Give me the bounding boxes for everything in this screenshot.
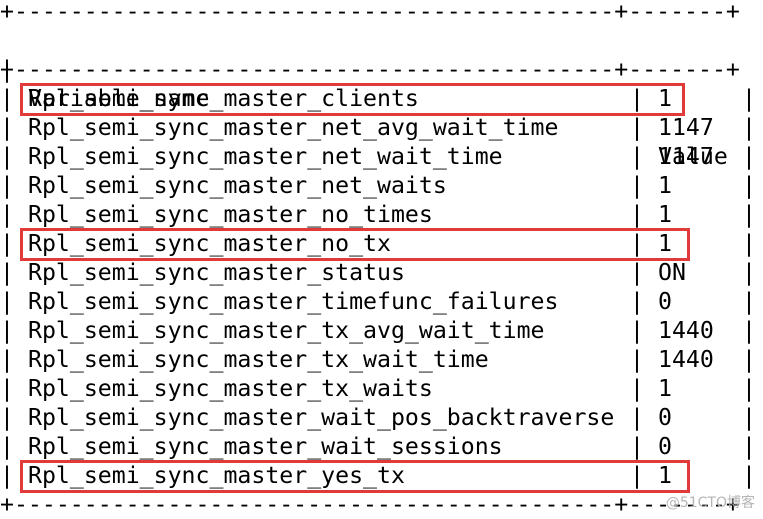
pipe-left: | [0, 259, 14, 286]
pipe-middle: | [630, 230, 644, 257]
table-row: | Rpl_semi_sync_master_no_tx | 1 | [0, 229, 763, 258]
table-border-top: +---------------------------------------… [0, 0, 740, 25]
pipe-middle: | [630, 201, 644, 228]
table-row: | Rpl_semi_sync_master_clients | 1 | [0, 84, 763, 113]
table-row: | Rpl_semi_sync_master_wait_sessions | 0 | [0, 432, 763, 461]
pipe-left: | [0, 56, 14, 83]
cell-variable-name: Rpl_semi_sync_master_tx_wait_time [28, 346, 489, 373]
cell-value: 1 [658, 172, 672, 199]
pipe-left: | [0, 114, 14, 141]
header-value: Value [658, 143, 728, 170]
pipe-left: | [0, 375, 14, 402]
cell-variable-name: Rpl_semi_sync_master_yes_tx [28, 462, 405, 489]
watermark-text: @51CTO博客 [665, 495, 755, 511]
cell-variable-name: Rpl_semi_sync_master_timefunc_failures [28, 288, 559, 315]
pipe-left: | [0, 404, 14, 431]
pipe-middle: | [630, 259, 644, 286]
pipe-left: | [0, 317, 14, 344]
table-row: | Rpl_semi_sync_master_net_avg_wait_time |… [0, 113, 763, 142]
pipe-right: | [742, 317, 756, 344]
pipe-left: | [0, 143, 14, 170]
cell-variable-name: Rpl_semi_sync_master_tx_avg_wait_time [28, 317, 545, 344]
table-border-header: +---------------------------------------… [0, 56, 740, 83]
table-row: | Rpl_semi_sync_master_no_times | 1 | [0, 200, 763, 229]
pipe-middle: | [630, 462, 644, 489]
pipe-left: | [0, 288, 14, 315]
pipe-middle: | [630, 288, 644, 315]
cell-value: 0 [658, 404, 672, 431]
pipe-middle: | [630, 346, 644, 373]
cell-value: 0 [658, 433, 672, 460]
pipe-middle: | [630, 404, 644, 431]
pipe-right: | [742, 201, 756, 228]
cell-variable-name: Rpl_semi_sync_master_net_avg_wait_time [28, 114, 559, 141]
pipe-right: | [742, 114, 756, 141]
pipe-right: | [742, 433, 756, 460]
table-row: | Rpl_semi_sync_master_timefunc_failures |… [0, 287, 763, 316]
table-row: | Rpl_semi_sync_master_status | ON | [0, 258, 763, 287]
cell-value: 1 [658, 201, 672, 228]
table-header-row: | Variable_name | Value | [0, 26, 763, 199]
pipe-right: | [742, 172, 756, 199]
table-row: | Rpl_semi_sync_master_tx_avg_wait_time | 1… [0, 316, 763, 345]
cell-value: 1440 [658, 346, 714, 373]
cell-value: 1 [658, 85, 672, 112]
pipe-right: | [742, 346, 756, 373]
pipe-middle: | [630, 114, 644, 141]
cell-variable-name: Rpl_semi_sync_master_tx_waits [28, 375, 433, 402]
cell-value: 1 [658, 230, 672, 257]
cell-variable-name: Rpl_semi_sync_master_net_waits [28, 172, 447, 199]
pipe-right: | [742, 85, 756, 112]
pipe-right: | [742, 462, 756, 489]
table-row: | Rpl_semi_sync_master_net_waits | 1 | [0, 171, 763, 200]
pipe-right: | [742, 288, 756, 315]
cell-value: 0 [658, 288, 672, 315]
cell-value: 1440 [658, 317, 714, 344]
cell-variable-name: Rpl_semi_sync_master_clients [28, 85, 419, 112]
pipe-right: | [742, 143, 756, 170]
pipe-right: | [742, 172, 756, 199]
pipe-middle: | [630, 85, 644, 112]
pipe-left: | [0, 172, 14, 199]
pipe-right: | [742, 404, 756, 431]
pipe-left: | [0, 433, 14, 460]
pipe-middle: | [630, 433, 644, 460]
cell-value: ON [658, 259, 686, 286]
cell-variable-name: Rpl_semi_sync_master_wait_sessions [28, 433, 503, 460]
pipe-middle: | [630, 317, 644, 344]
pipe-left: | [0, 346, 14, 373]
cell-value: 1 [658, 375, 672, 402]
table-row: | Rpl_semi_sync_master_tx_wait_time | 1440 | [0, 345, 763, 374]
cell-value: 1147 [658, 143, 714, 170]
pipe-right: | [742, 259, 756, 286]
pipe-middle: | [630, 172, 644, 199]
table-row: | Rpl_semi_sync_master_wait_pos_backtrave… [0, 403, 763, 432]
cell-variable-name: Rpl_semi_sync_master_net_wait_time [28, 143, 503, 170]
pipe-middle: | [630, 114, 644, 141]
header-variable-name: Variable_name [28, 85, 210, 112]
pipe-middle: | [630, 143, 644, 170]
pipe-left: | [0, 201, 14, 228]
cell-variable-name: Rpl_semi_sync_master_status [28, 259, 405, 286]
table-row: | Rpl_semi_sync_master_tx_waits | 1 | [0, 374, 763, 403]
cell-variable-name: Rpl_semi_sync_master_wait_pos_backtraver… [28, 404, 615, 431]
pipe-right: | [742, 230, 756, 257]
pipe-right: | [742, 375, 756, 402]
cell-variable-name: Rpl_semi_sync_master_no_times [28, 201, 433, 228]
table-border-bottom: +---------------------------------------… [0, 491, 740, 518]
cell-value: 1 [658, 462, 672, 489]
pipe-middle: | [630, 375, 644, 402]
table-row: | Rpl_semi_sync_master_yes_tx | 1 | [0, 461, 763, 490]
pipe-left: | [0, 230, 14, 257]
pipe-left: | [0, 462, 14, 489]
cell-variable-name: Rpl_semi_sync_master_no_tx [28, 230, 391, 257]
pipe-left: | [0, 85, 14, 112]
cell-value: 1147 [658, 114, 714, 141]
table-row: | Rpl_semi_sync_master_net_wait_time | 1147… [0, 142, 763, 171]
